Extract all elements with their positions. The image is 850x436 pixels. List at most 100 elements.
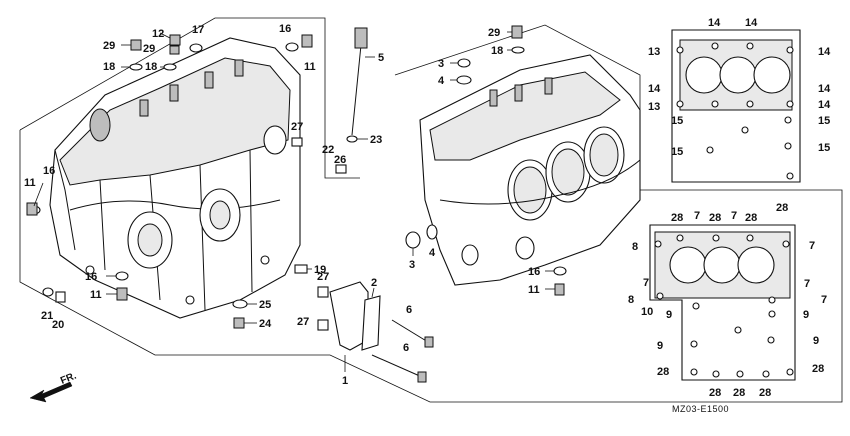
- plug-11c: [116, 287, 128, 301]
- upper-hole-4: [786, 46, 794, 54]
- right-case-stud-3: [544, 77, 553, 95]
- left-case-boss-1: [89, 108, 111, 142]
- callout-29c: 29: [488, 27, 500, 39]
- lower-hole-16: [762, 370, 770, 378]
- callout-8a: 8: [632, 241, 638, 253]
- bolt-6b-head: [417, 371, 427, 383]
- washer-25: [232, 299, 248, 309]
- upper-hole-12: [786, 172, 794, 180]
- left-case-stud-2: [169, 84, 179, 102]
- left-small-parts: [26, 27, 368, 329]
- callout-7e: 7: [804, 278, 810, 290]
- washer-16c: [115, 271, 129, 281]
- lower-hole-1: [654, 240, 662, 248]
- callout-2: 2: [371, 277, 377, 289]
- oring-21: [42, 287, 54, 297]
- upper-hole-10: [784, 116, 792, 124]
- callout-14f: 14: [818, 99, 831, 111]
- lower-hole-9: [768, 310, 776, 318]
- left-case-bearing-1-inner: [137, 223, 163, 257]
- dipstick-5: [351, 34, 363, 136]
- right-small-parts: [405, 25, 567, 296]
- callout-28i: 28: [812, 363, 824, 375]
- callout-27b: 27: [317, 271, 329, 283]
- callout-4b: 4: [429, 247, 436, 259]
- left-case-stud-3: [204, 71, 214, 89]
- callout-24: 24: [259, 318, 272, 330]
- callout-13a: 13: [648, 46, 660, 58]
- callout-11a: 11: [304, 61, 316, 73]
- callout-10: 10: [641, 306, 653, 318]
- callout-14b: 14: [745, 17, 758, 29]
- callout-6a: 6: [406, 304, 412, 316]
- upper-hole-6: [711, 100, 719, 108]
- bolt-29b: [169, 45, 180, 55]
- lower-hole-3: [712, 234, 720, 242]
- callout-28g: 28: [733, 387, 745, 399]
- lower-bore-2: [703, 246, 741, 284]
- callout-11c: 11: [90, 289, 102, 301]
- callout-16a: 16: [279, 23, 291, 35]
- callout-16c: 16: [85, 271, 97, 283]
- callout-7a: 7: [694, 210, 700, 222]
- left-case-stud-1: [139, 99, 149, 117]
- front-direction-label: FR.: [59, 370, 78, 386]
- diagram-code: MZ03-E1500: [672, 404, 729, 414]
- plug-11d: [554, 283, 565, 296]
- cylinder-bore-1-inner: [513, 166, 547, 214]
- callout-16b: 16: [43, 165, 55, 177]
- callout-28h: 28: [759, 387, 771, 399]
- leader-lines: [33, 31, 555, 372]
- leader-16b: [33, 182, 44, 207]
- front-direction-indicator: FR.: [29, 370, 78, 403]
- callout-6b: 6: [403, 342, 409, 354]
- upper-hole-13: [741, 126, 749, 134]
- jet-20: [55, 291, 66, 303]
- cylinder-bore-3-inner: [589, 133, 619, 177]
- lower-hole-10: [690, 340, 698, 348]
- callout-15d: 15: [818, 142, 830, 154]
- dipstick-5-handle: [354, 27, 368, 49]
- dowel-19: [294, 264, 308, 274]
- lower-hole-4: [746, 234, 754, 242]
- left-case-hole-1: [85, 265, 95, 275]
- right-case-top: [429, 71, 621, 161]
- right-case-stud-2: [514, 84, 523, 102]
- callout-8b: 8: [628, 294, 634, 306]
- callout-22: 22: [322, 144, 334, 156]
- lower-hole-17: [786, 368, 794, 376]
- dowel-27a: [291, 137, 303, 147]
- callout-23: 23: [370, 134, 382, 146]
- leader-2: [371, 287, 375, 298]
- right-case-port-2: [461, 244, 479, 266]
- callout-28d: 28: [776, 202, 788, 214]
- callout-3b: 3: [409, 259, 415, 271]
- lower-hole-7: [692, 302, 700, 310]
- callout-3a: 3: [438, 58, 444, 70]
- upper-hole-3: [746, 42, 754, 50]
- callout-9c: 9: [657, 340, 663, 352]
- washer-18a: [129, 63, 143, 71]
- callout-16d: 16: [528, 266, 540, 278]
- lower-bore-1: [669, 246, 707, 284]
- callout-14d: 14: [648, 83, 661, 95]
- callout-15b: 15: [818, 115, 830, 127]
- callout-labels: 29 12 17 29 18 18 16 11 5 23 22 26 27 16…: [24, 17, 831, 399]
- callout-28c: 28: [745, 212, 757, 224]
- lower-hole-5: [782, 240, 790, 248]
- dowel-27b: [317, 286, 329, 298]
- left-case-seam: [69, 199, 281, 211]
- callout-28b: 28: [709, 212, 721, 224]
- callout-18b: 18: [145, 61, 157, 73]
- callout-7c: 7: [809, 240, 815, 252]
- callout-4a: 4: [438, 75, 445, 87]
- upper-hole-1: [676, 46, 684, 54]
- lower-hole-2: [676, 234, 684, 242]
- upper-gasket-panel: [671, 29, 801, 183]
- upper-hole-11: [784, 142, 792, 150]
- callout-14e: 14: [818, 83, 831, 95]
- bolt-24: [233, 317, 245, 329]
- callout-1: 1: [342, 375, 348, 387]
- callout-15a: 15: [671, 115, 683, 127]
- right-case-port-1: [515, 236, 535, 260]
